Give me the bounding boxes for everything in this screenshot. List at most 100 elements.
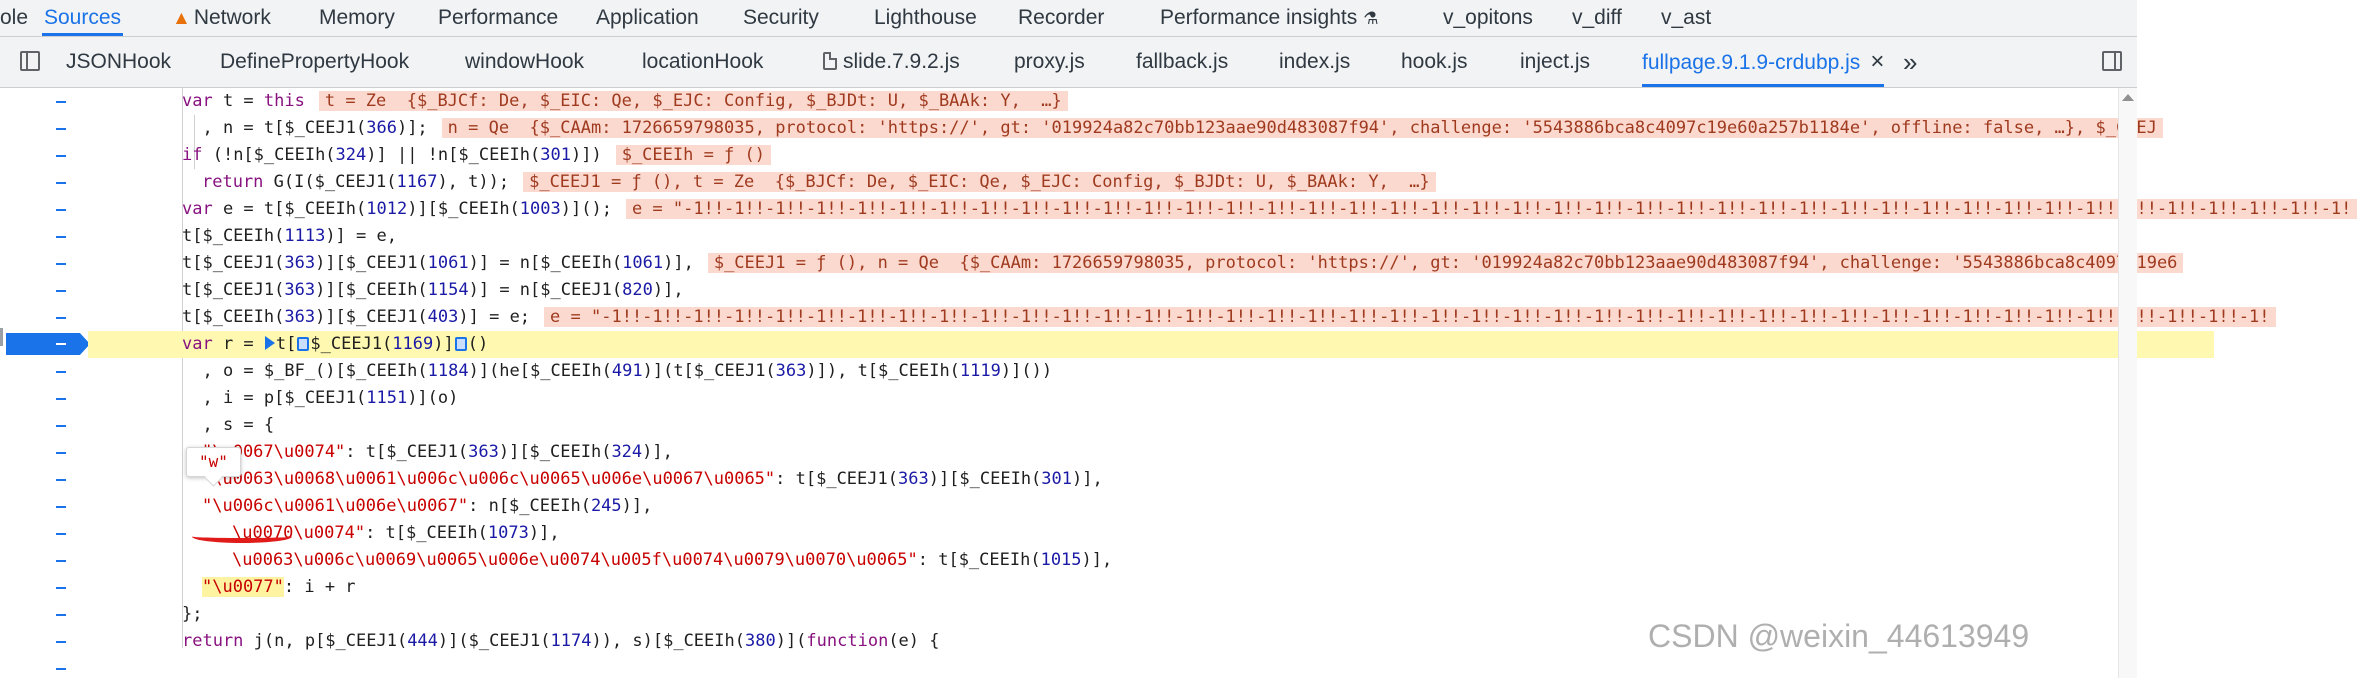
- file-tab-fullpage[interactable]: fullpage.9.1.9-crdubp.js×: [1642, 37, 1885, 87]
- gutter-marker[interactable]: [56, 452, 66, 454]
- gutter-marker[interactable]: [56, 209, 66, 211]
- file-tab-hook[interactable]: hook.js: [1401, 50, 1468, 73]
- code-line[interactable]: , o = $_BF_()[$_CEEIh(1184)](he[$_CEEIh(…: [90, 358, 2212, 385]
- tab-performance[interactable]: Performance: [438, 6, 559, 29]
- file-tab-definepropertyhook[interactable]: DefinePropertyHook: [220, 50, 410, 73]
- inline-value[interactable]: e = "-1!!-1!!-1!!-1!!-1!!-1!!-1!!-1!!-1!…: [544, 307, 2276, 327]
- gutter-marker[interactable]: [56, 371, 66, 373]
- breakpoint-marker[interactable]: [6, 333, 90, 355]
- gutter-marker[interactable]: [56, 101, 66, 103]
- inline-value[interactable]: $_CEEJ1 = ƒ (), t = Ze {$_BJCf: De, $_EI…: [523, 172, 1436, 192]
- line-gutter[interactable]: [0, 88, 90, 678]
- gutter-marker[interactable]: [56, 614, 66, 616]
- file-tab-locationhook[interactable]: locationHook: [642, 50, 764, 73]
- file-tab-slide[interactable]: slide.7.9.2.js: [823, 37, 960, 87]
- inline-value[interactable]: t = Ze {$_BJCf: De, $_EIC: Qe, $_EJC: Co…: [318, 91, 1068, 111]
- code-line[interactable]: if (!n[$_CEEIh(324)] || !n[$_CEEIh(301)]…: [90, 142, 2212, 169]
- code-line[interactable]: "\u0067\u0074": t[$_CEEJ1(363)][$_CEEIh(…: [90, 439, 2232, 466]
- code-line[interactable]: t[$_CEEJ1(363)][$_CEEIh(1154)] = n[$_CEE…: [90, 277, 2212, 304]
- gutter-marker[interactable]: [56, 155, 66, 157]
- gutter-marker[interactable]: [56, 398, 66, 400]
- code-line[interactable]: t[$_CEEIh(363)][$_CEEJ1(403)] = e;e = "-…: [90, 304, 2276, 331]
- file-tab-jsonhook[interactable]: JSONHook: [66, 50, 172, 73]
- gutter-marker[interactable]: [56, 263, 66, 265]
- tab-security[interactable]: Security: [743, 6, 819, 29]
- tab-network[interactable]: ▲Network: [172, 0, 271, 36]
- gutter-marker[interactable]: [56, 587, 66, 589]
- gutter-marker[interactable]: [56, 317, 66, 319]
- keyword: this: [263, 91, 305, 111]
- file-tab-windowhook[interactable]: windowHook: [465, 50, 585, 73]
- code-line[interactable]: \u0070\u0074": t[$_CEEIh(1073)],: [90, 520, 2262, 547]
- number: 1151: [366, 388, 408, 408]
- file-tab-index[interactable]: index.js: [1279, 50, 1351, 73]
- tab-recorder[interactable]: Recorder: [1018, 6, 1105, 29]
- tab-v-diff[interactable]: v_diff: [1572, 6, 1622, 29]
- gutter-marker[interactable]: [56, 668, 66, 670]
- tab-v-ast[interactable]: v_ast: [1661, 6, 1712, 29]
- gutter-marker[interactable]: [56, 506, 66, 508]
- keyword: function: [806, 631, 889, 651]
- code-line[interactable]: "\u006c\u0061\u006e\u0067": n[$_CEEIh(24…: [90, 493, 2232, 520]
- code-text: , i = p[$_CEEJ1(: [182, 388, 367, 408]
- scroll-up-icon[interactable]: [2122, 94, 2134, 101]
- gutter-marker[interactable]: [56, 641, 66, 643]
- code-line[interactable]: return j(n, p[$_CEEJ1(444)]($_CEEJ1(1174…: [90, 628, 2212, 655]
- file-tab-inject[interactable]: inject.js: [1520, 50, 1591, 73]
- code-line[interactable]: , s = {: [90, 412, 2212, 439]
- toggle-debugger-icon[interactable]: [2102, 51, 2122, 71]
- paused-code-line[interactable]: var r = t[$_CEEJ1(1169)](): [88, 331, 2214, 358]
- tab-performance-insights[interactable]: Performance insights⚗: [1160, 0, 1379, 36]
- flask-icon: ⚗: [1363, 9, 1379, 28]
- code-line[interactable]: , n = t[$_CEEJ1(366)];n = Qe {$_CAAm: 17…: [90, 115, 2212, 142]
- gutter-marker[interactable]: [56, 533, 66, 535]
- toggle-navigator-icon[interactable]: [20, 51, 40, 71]
- code-line[interactable]: var e = t[$_CEEIh(1012)][$_CEEIh(1003)](…: [90, 196, 2357, 223]
- step-marker-icon[interactable]: [454, 337, 467, 351]
- number: 1015: [1040, 550, 1082, 570]
- step-marker-icon[interactable]: [297, 337, 310, 351]
- code-line[interactable]: "\u0063\u0068\u0061\u006c\u006c\u0065\u0…: [90, 466, 2232, 493]
- code-line[interactable]: , i = p[$_CEEJ1(1151)](o): [90, 385, 2212, 412]
- gutter-marker[interactable]: [56, 425, 66, 427]
- tab-memory[interactable]: Memory: [319, 6, 395, 29]
- code-line[interactable]: \u0063\u006c\u0069\u0065\u006e\u0074\u00…: [90, 547, 2262, 574]
- tab-lighthouse[interactable]: Lighthouse: [874, 6, 977, 29]
- code-text: )][$_CEEJ1(: [315, 253, 428, 273]
- code-line[interactable]: "\u0077": i + r: [90, 574, 2232, 601]
- code-line[interactable]: };: [90, 601, 2212, 628]
- inline-value[interactable]: $_CEEIh = ƒ (): [615, 145, 771, 165]
- file-tab-proxy[interactable]: proxy.js: [1014, 50, 1085, 73]
- file-icon: [823, 52, 837, 70]
- tab-console[interactable]: ole: [0, 6, 29, 29]
- close-icon[interactable]: ×: [1870, 48, 1885, 75]
- gutter-marker[interactable]: [56, 479, 66, 481]
- gutter-marker[interactable]: [56, 236, 66, 238]
- inline-value[interactable]: n = Qe {$_CAAm: 1726659798035, protocol:…: [441, 118, 2163, 138]
- inline-value[interactable]: $_CEEJ1 = ƒ (), n = Qe {$_CAAm: 17266597…: [707, 253, 2184, 273]
- code-text: )],: [663, 253, 694, 273]
- hovered-string[interactable]: "\u0077": [202, 577, 284, 597]
- code-line[interactable]: t[$_CEEIh(1113)] = e,: [90, 223, 2212, 250]
- file-tab-fallback[interactable]: fallback.js: [1136, 50, 1229, 73]
- keyword: var: [182, 199, 213, 219]
- code-text: (!n[$_CEEIh(: [202, 145, 336, 165]
- gutter-marker[interactable]: [56, 560, 66, 562]
- inline-value[interactable]: e = "-1!!-1!!-1!!-1!!-1!!-1!!-1!!-1!!-1!…: [625, 199, 2357, 219]
- vertical-scrollbar[interactable]: [2118, 88, 2137, 678]
- tab-v-opitons[interactable]: v_opitons: [1443, 6, 1533, 29]
- more-tabs-icon[interactable]: »: [1903, 47, 1918, 77]
- tab-sources[interactable]: Sources: [42, 0, 124, 36]
- gutter-marker[interactable]: [56, 128, 66, 130]
- tab-application[interactable]: Application: [596, 6, 699, 29]
- code-line[interactable]: t[$_CEEJ1(363)][$_CEEJ1(1061)] = n[$_CEE…: [90, 250, 2212, 277]
- step-marker-icon[interactable]: [264, 336, 275, 350]
- gutter-marker[interactable]: [56, 182, 66, 184]
- code-text: : t[$_CEEJ1(: [345, 442, 469, 462]
- code-text: : t[$_CEEIh(: [365, 523, 488, 543]
- code-line[interactable]: return G(I($_CEEJ1(1167), t));$_CEEJ1 = …: [90, 169, 2232, 196]
- gutter-marker[interactable]: [56, 290, 66, 292]
